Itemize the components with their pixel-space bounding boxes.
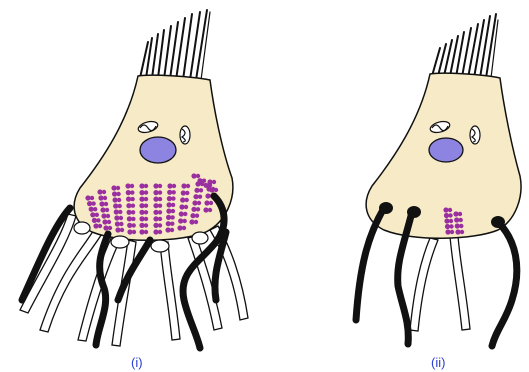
vesicle	[199, 188, 203, 192]
vesicle	[185, 191, 189, 195]
vesicle	[91, 201, 95, 205]
vesicle	[96, 218, 100, 222]
vesicle	[103, 196, 107, 200]
vesicle	[120, 228, 124, 232]
vesicle	[144, 184, 148, 188]
vesicle	[108, 226, 112, 230]
vesicle	[105, 208, 109, 212]
vesicle	[448, 213, 452, 217]
vesicle	[212, 180, 216, 184]
vesicle	[130, 190, 134, 194]
vesicle	[459, 224, 463, 228]
vesicle	[194, 220, 198, 224]
vesicle	[130, 197, 134, 201]
nucleus-i	[140, 137, 176, 163]
vesicle	[106, 214, 110, 218]
vesicle	[117, 198, 121, 202]
nucleus-ii	[429, 138, 463, 162]
vesicle	[170, 222, 174, 226]
stereocilia-bundle-i	[140, 10, 210, 80]
vesicle	[93, 207, 97, 211]
vesicle	[460, 230, 464, 234]
vesicle	[95, 213, 99, 217]
vesicle	[158, 217, 162, 221]
vesicle	[202, 179, 206, 183]
vesicle	[186, 184, 190, 188]
vesicle	[171, 203, 175, 207]
vesicle	[158, 204, 162, 208]
vesicle	[158, 210, 162, 214]
vesicle	[158, 197, 162, 201]
panel-i	[20, 10, 248, 348]
vesicle	[131, 217, 135, 221]
vesicle	[184, 205, 188, 209]
vesicle	[144, 217, 148, 221]
vesicle	[98, 224, 102, 228]
vesicle	[197, 201, 201, 205]
vesicle	[170, 228, 174, 232]
stereocilia-bundle-ii	[432, 14, 498, 78]
vesicle	[208, 183, 212, 187]
vesicle	[196, 207, 200, 211]
vesicle	[144, 197, 148, 201]
vesicle	[132, 230, 136, 234]
vesicle	[185, 198, 189, 202]
vesicle	[119, 222, 123, 226]
vesicle	[449, 219, 453, 223]
vesicle	[116, 186, 120, 190]
vesicle	[171, 209, 175, 213]
vesicle	[144, 204, 148, 208]
vesicle	[170, 215, 174, 219]
vesicle	[144, 190, 148, 194]
vesicle	[158, 190, 162, 194]
vesicle	[449, 224, 453, 228]
vesicle	[450, 230, 454, 234]
vesicle	[208, 208, 212, 212]
vesicle	[458, 212, 462, 216]
vesicle	[102, 190, 106, 194]
vesicle	[214, 188, 218, 192]
vesicle	[158, 223, 162, 227]
panel-ii	[356, 14, 521, 346]
vesicle	[131, 210, 135, 214]
vesicle	[209, 201, 213, 205]
vesicle	[172, 184, 176, 188]
vesicle	[104, 202, 108, 206]
afferent-fibers-ii	[410, 236, 470, 331]
vesicle	[144, 230, 148, 234]
vesicle	[158, 184, 162, 188]
vesicle	[183, 212, 187, 216]
vesicle	[182, 226, 186, 230]
vesicle	[90, 196, 94, 200]
vesicle	[144, 210, 148, 214]
vesicle	[130, 184, 134, 188]
vesicle	[195, 214, 199, 218]
vesicle	[448, 208, 452, 212]
panel-label-i: (i)	[131, 355, 143, 370]
panel-label-ii: (ii)	[431, 355, 445, 370]
vesicle	[107, 220, 111, 224]
vesicle	[144, 223, 148, 227]
vesicle	[198, 195, 202, 199]
vesicle	[118, 210, 122, 214]
vesicle	[158, 230, 162, 234]
vesicle	[118, 204, 122, 208]
vesicle	[183, 219, 187, 223]
vesicle	[171, 196, 175, 200]
vesicle	[459, 218, 463, 222]
vesicle	[119, 216, 123, 220]
vesicle	[132, 223, 136, 227]
vesicle	[196, 174, 200, 178]
vesicle	[116, 192, 120, 196]
vesicle	[131, 204, 135, 208]
vesicle	[172, 190, 176, 194]
